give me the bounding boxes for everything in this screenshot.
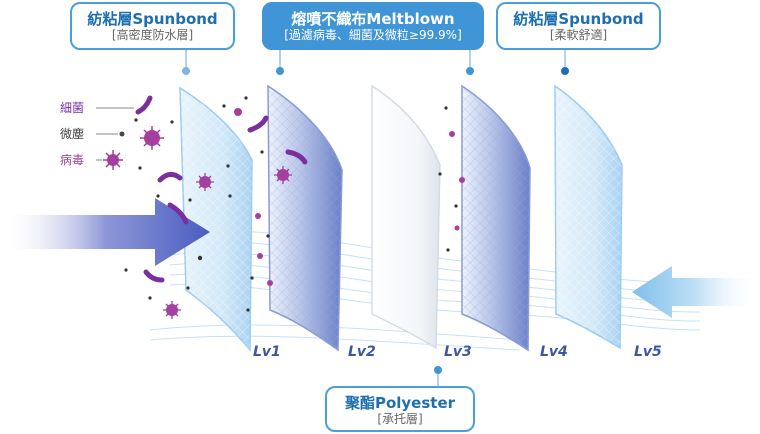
level-label-2: Lv2 <box>348 344 376 360</box>
bacteria-icon <box>135 95 153 115</box>
virus-particle <box>459 177 465 183</box>
legend-pointers <box>96 107 134 161</box>
callout-subtitle: [承托層] <box>377 412 423 426</box>
bacteria-particle <box>167 202 189 225</box>
virus-particle <box>196 173 214 191</box>
connector-dot <box>434 366 442 374</box>
callout-subtitle: [過濾病毒、細菌及微粒≥99.9%] <box>284 28 462 42</box>
incoming-air-arrow <box>0 198 210 266</box>
callout-title: 紡粘層Spunbond <box>513 10 644 28</box>
layer-2-meltblown <box>267 84 343 352</box>
level-label-5: Lv5 <box>634 344 662 360</box>
layer-3-polyester <box>371 84 441 350</box>
level-label-4: Lv4 <box>540 344 568 360</box>
virus-particle <box>257 253 263 259</box>
bacteria-particle <box>285 149 308 165</box>
virus-particle <box>454 225 460 231</box>
level-label-3: Lv3 <box>444 344 472 360</box>
connector-dot <box>561 67 569 75</box>
germ-particles <box>124 96 465 319</box>
callout-subtitle: [柔軟舒適] <box>549 28 608 42</box>
bacteria-particle <box>143 269 165 283</box>
virus-particle <box>274 166 292 184</box>
bacteria-particle <box>247 115 269 133</box>
callout-title: 熔噴不織布Meltblown <box>291 10 455 28</box>
virus-particle <box>234 108 242 116</box>
outgoing-air-arrow <box>632 266 760 318</box>
virus-particle <box>163 301 181 319</box>
bacteria-particle <box>157 172 183 183</box>
layer-4-meltblown <box>461 84 531 352</box>
layer-1-spunbond <box>179 86 253 353</box>
level-label-1: Lv1 <box>253 344 281 360</box>
layer-5-spunbond <box>554 84 623 350</box>
connector-lines <box>185 50 566 386</box>
virus-particle <box>140 126 164 150</box>
callout-title: 聚酯Polyester <box>344 394 456 412</box>
legend-virus-label: 病毒 <box>60 153 85 167</box>
legend-bacteria-label: 細菌 <box>60 101 85 115</box>
virus-icon <box>103 150 123 170</box>
virus-particle <box>255 213 261 219</box>
callout-title: 紡粘層Spunbond <box>87 10 218 28</box>
dust-icon <box>119 131 125 137</box>
connector-dot <box>276 67 284 75</box>
spunbond-inner-callout: 紡粘層Spunbond [柔軟舒適] <box>496 2 661 50</box>
callout-subtitle: [高密度防水層] <box>111 28 194 42</box>
legend-dust-label: 微塵 <box>60 127 85 141</box>
connector-dot <box>182 67 190 75</box>
virus-particle <box>267 280 273 286</box>
connector-dot <box>466 67 474 75</box>
dust-particles <box>124 96 458 312</box>
meltblown-callout: 熔噴不織布Meltblown [過濾病毒、細菌及微粒≥99.9%] <box>262 2 484 50</box>
spunbond-outer-callout: 紡粘層Spunbond [高密度防水層] <box>70 2 235 50</box>
virus-particle <box>449 131 455 137</box>
polyester-callout: 聚酯Polyester [承托層] <box>325 386 475 432</box>
